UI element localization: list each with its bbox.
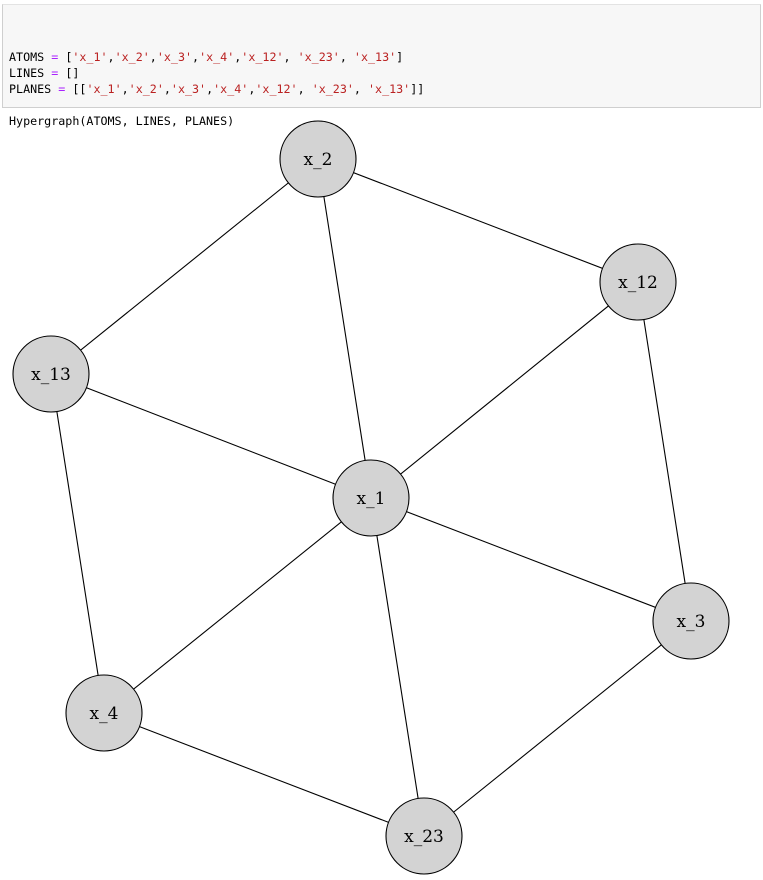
code-string-token: 'x_23' [297, 50, 340, 64]
edges-group [50, 158, 692, 837]
code-operator-token: = [51, 66, 59, 80]
node-label: x_3 [677, 612, 706, 632]
code-text-token: , [353, 82, 368, 96]
code-text-token: , [121, 82, 129, 96]
node-circle [12, 335, 90, 413]
code-operator-token: = [58, 82, 66, 96]
code-line: Hypergraph(ATOMS, LINES, PLANES) [9, 113, 754, 129]
code-string-token: 'x_23' [311, 82, 354, 96]
code-string-token: 'x_2' [128, 82, 164, 96]
code-line: ATOMS = ['x_1','x_2','x_3','x_4','x_12',… [9, 49, 754, 65]
code-text-token: , [283, 50, 298, 64]
node-label: x_1 [357, 489, 386, 509]
edge-x_13-x_4 [50, 373, 105, 714]
node-label: x_23 [404, 827, 444, 847]
hypergraph-output: x_2 x_12 x_13 x_1 x_3 x_4 x_23 [0, 108, 763, 880]
edge-x_2-x_12 [317, 158, 639, 283]
code-text-token: , [339, 50, 354, 64]
node-circle [279, 120, 357, 198]
code-text-token: [[ [65, 82, 87, 96]
node-circle [599, 243, 677, 321]
code-text-token: LINES [9, 66, 52, 80]
node-x_13: x_13 [12, 335, 90, 413]
code-text-token: ATOMS [9, 50, 52, 64]
code-string-token: 'x_4' [213, 82, 249, 96]
node-x_12: x_12 [599, 243, 677, 321]
code-string-token: 'x_13' [353, 50, 397, 64]
code-text-token: , [297, 82, 312, 96]
code-text-token: , [206, 82, 214, 96]
node-label: x_4 [90, 704, 119, 724]
code-text-token: , [149, 50, 157, 64]
node-x_2: x_2 [279, 120, 357, 198]
code-line: PLANES = [['x_1','x_2','x_3','x_4','x_12… [9, 81, 754, 97]
code-string-token: 'x_12' [241, 50, 284, 64]
code-string-token: 'x_3' [170, 82, 207, 96]
code-text-token: ]] [410, 82, 425, 96]
edge-x_2-x_1 [317, 158, 372, 499]
code-string-token: 'x_1' [72, 50, 108, 64]
code-block: ATOMS = ['x_1','x_2','x_3','x_4','x_12',… [9, 49, 754, 129]
node-x_4: x_4 [65, 674, 143, 752]
code-line: LINES = [] [9, 65, 754, 81]
node-circle [652, 582, 730, 660]
code-text-token: [ [58, 50, 73, 64]
code-text-token: ] [396, 50, 404, 64]
node-circle [385, 797, 463, 875]
code-string-token: 'x_12' [255, 82, 298, 96]
node-label: x_13 [31, 365, 71, 385]
edge-x_12-x_3 [637, 281, 692, 622]
node-circle [65, 674, 143, 752]
code-text-token: , [248, 82, 256, 96]
code-operator-token: = [51, 50, 59, 64]
edge-x_1-x_23 [370, 497, 425, 837]
code-string-token: 'x_1' [86, 82, 122, 96]
hypergraph-canvas: x_2 x_12 x_13 x_1 x_3 x_4 x_23 [12, 120, 730, 875]
node-circle [332, 459, 410, 537]
code-string-token: 'x_4' [199, 50, 235, 64]
code-text-token: Hypergraph(ATOMS, LINES, PLANES) [9, 114, 235, 128]
edge-x_1-x_3 [370, 497, 692, 622]
node-label: x_2 [304, 150, 333, 170]
node-label: x_12 [618, 273, 658, 293]
code-string-token: 'x_2' [114, 50, 150, 64]
code-text-token: PLANES [9, 82, 59, 96]
code-text-token: , [163, 82, 171, 96]
code-text-token: [] [58, 66, 80, 80]
edge-x_13-x_1 [50, 373, 372, 499]
node-x_23: x_23 [385, 797, 463, 875]
code-cell-input[interactable]: ATOMS = ['x_1','x_2','x_3','x_4','x_12',… [2, 4, 761, 128]
code-string-token: 'x_13' [368, 82, 411, 96]
edge-x_3-x_23 [423, 620, 692, 837]
edge-x_4-x_23 [103, 712, 425, 837]
node-x_3: x_3 [652, 582, 730, 660]
edge-x_2-x_13 [50, 158, 319, 375]
code-string-token: 'x_3' [156, 50, 193, 64]
code-text-token: , [107, 50, 115, 64]
code-text-token: , [234, 50, 242, 64]
edge-x_12-x_1 [370, 281, 639, 499]
code-text-token: , [192, 50, 200, 64]
node-x_1: x_1 [332, 459, 410, 537]
edge-x_1-x_4 [103, 497, 372, 714]
